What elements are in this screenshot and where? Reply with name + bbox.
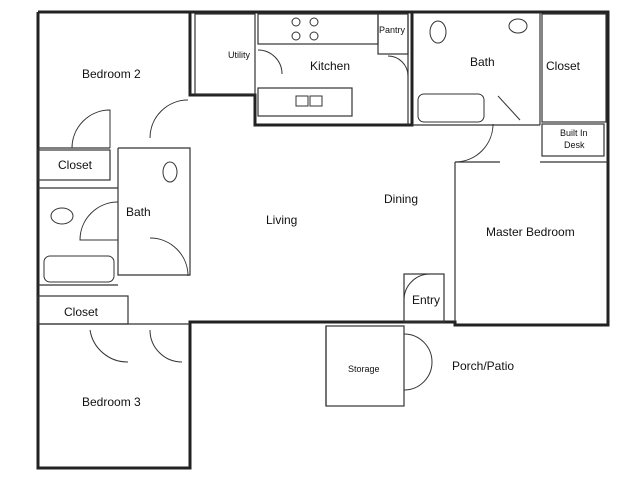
burner-icon — [291, 17, 301, 27]
sink-icon — [162, 161, 178, 183]
doors — [71, 49, 521, 391]
toilet-icon — [50, 207, 74, 225]
closet-upper-box — [37, 149, 111, 181]
label-living: Living — [266, 213, 297, 227]
door-bed3-closet — [89, 329, 129, 363]
label-kitchen: Kitchen — [310, 59, 350, 73]
interior-walls — [37, 12, 608, 407]
label-desk: Desk — [564, 140, 585, 150]
exterior-wall — [36, 10, 610, 470]
door-bed3 — [149, 329, 183, 363]
toilet-icon — [429, 20, 447, 44]
bathtub-icon — [417, 93, 485, 123]
label-built-in: Built In — [560, 128, 588, 138]
label-bedroom3: Bedroom 3 — [82, 395, 141, 409]
label-closet-lower: Closet — [64, 305, 99, 319]
label-porch-patio: Porch/Patio — [452, 359, 514, 373]
label-bath-hall: Bath — [126, 205, 151, 219]
door-hall-bath — [79, 201, 119, 241]
hall-bath-wall — [117, 147, 191, 276]
door-storage — [403, 333, 433, 391]
outer-walls — [36, 10, 610, 470]
door-bath-living — [149, 237, 189, 277]
label-master-bedroom: Master Bedroom — [486, 225, 575, 239]
label-dining: Dining — [384, 192, 418, 206]
door-utility — [257, 49, 283, 75]
label-closet-master: Closet — [546, 59, 581, 73]
bathtub-icon — [43, 255, 115, 283]
utility-box — [194, 13, 256, 95]
sink-icon — [295, 95, 309, 107]
door-master-bed — [454, 123, 494, 163]
label-bath-master: Bath — [470, 55, 495, 69]
built-in-desk-box — [541, 123, 605, 157]
burner-icon — [291, 31, 301, 41]
door-pantry — [387, 55, 409, 77]
sink-icon — [508, 18, 528, 34]
room-labels: Bedroom 2 Utility Kitchen Pantry Bath Cl… — [58, 25, 588, 409]
burner-icon — [309, 17, 319, 27]
burner-icon — [309, 31, 319, 41]
sink-icon — [309, 95, 323, 107]
label-bedroom2: Bedroom 2 — [82, 67, 141, 81]
label-storage: Storage — [348, 364, 380, 374]
kitchen-lower-counter — [257, 87, 353, 117]
kitchen-upper-counter — [257, 13, 379, 45]
label-pantry: Pantry — [379, 25, 406, 35]
label-closet-upper: Closet — [58, 158, 93, 172]
door-entry — [403, 273, 431, 301]
label-utility: Utility — [228, 50, 250, 60]
fixtures — [43, 17, 528, 283]
door-living-bed2 — [149, 99, 189, 139]
label-entry: Entry — [412, 293, 440, 307]
master-closet-box — [541, 13, 607, 123]
door-master-bath — [497, 95, 521, 121]
door-bed2 — [71, 109, 111, 149]
